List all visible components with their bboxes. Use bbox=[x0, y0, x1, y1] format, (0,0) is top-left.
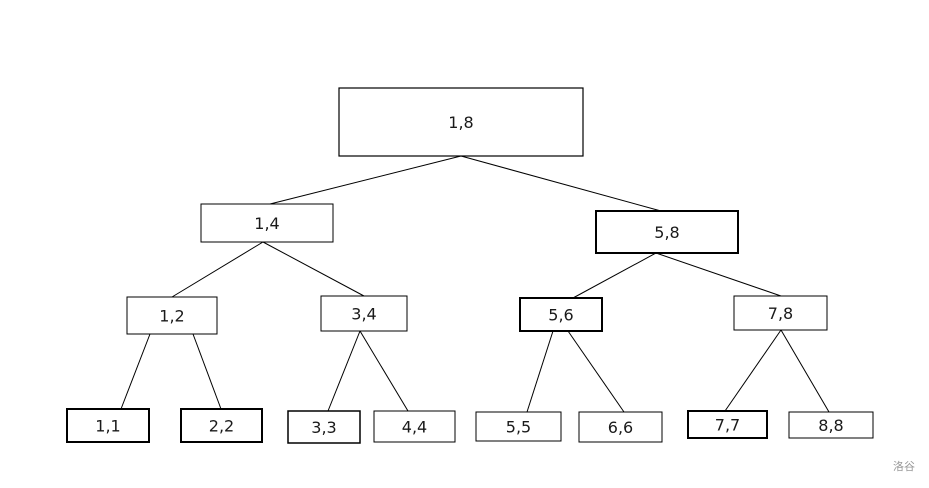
tree-node-n56: 5,6 bbox=[519, 297, 603, 332]
tree-node-n14: 1,4 bbox=[200, 203, 334, 243]
tree-edge bbox=[572, 252, 657, 299]
node-label: 5,5 bbox=[506, 418, 531, 437]
node-box bbox=[180, 408, 263, 443]
tree-edge bbox=[171, 241, 264, 298]
node-box bbox=[66, 408, 150, 443]
tree-edge bbox=[262, 241, 365, 297]
tree-node-n55: 5,5 bbox=[475, 411, 562, 442]
node-label: 7,7 bbox=[715, 416, 740, 435]
node-box bbox=[788, 411, 874, 439]
tree-edge bbox=[359, 330, 409, 412]
node-box bbox=[373, 410, 456, 443]
node-box bbox=[519, 297, 603, 332]
tree-node-n44: 4,4 bbox=[373, 410, 456, 443]
node-label: 1,2 bbox=[159, 307, 184, 326]
tree-edge bbox=[724, 329, 782, 412]
node-box bbox=[126, 296, 218, 335]
node-label: 2,2 bbox=[209, 417, 234, 436]
tree-node-n18: 1,8 bbox=[338, 87, 584, 157]
node-box bbox=[475, 411, 562, 442]
tree-edge bbox=[655, 252, 782, 297]
node-label: 8,8 bbox=[818, 416, 843, 435]
tree-edge bbox=[526, 330, 554, 413]
node-label: 3,4 bbox=[351, 305, 376, 324]
node-label: 1,4 bbox=[254, 214, 279, 233]
node-label: 1,8 bbox=[448, 113, 473, 132]
tree-edge bbox=[567, 330, 625, 413]
tree-node-n66: 6,6 bbox=[578, 411, 663, 443]
tree-node-n77: 7,7 bbox=[687, 410, 768, 439]
node-box bbox=[687, 410, 768, 439]
tree-node-n22: 2,2 bbox=[180, 408, 263, 443]
tree-edge bbox=[780, 329, 830, 413]
node-label: 1,1 bbox=[95, 417, 120, 436]
node-box bbox=[200, 203, 334, 243]
tree-node-n58: 5,8 bbox=[595, 210, 739, 254]
tree-edge bbox=[269, 155, 462, 205]
tree-edge bbox=[327, 330, 361, 412]
tree-node-n78: 7,8 bbox=[733, 295, 828, 331]
tree-node-n12: 1,2 bbox=[126, 296, 218, 335]
tree-node-n11: 1,1 bbox=[66, 408, 150, 443]
node-box bbox=[320, 295, 408, 332]
node-label: 3,3 bbox=[311, 418, 336, 437]
tree-node-n34: 3,4 bbox=[320, 295, 408, 332]
tree-node-n33: 3,3 bbox=[287, 410, 361, 444]
node-box bbox=[733, 295, 828, 331]
node-box bbox=[287, 410, 361, 444]
node-box bbox=[595, 210, 739, 254]
node-label: 7,8 bbox=[768, 304, 793, 323]
node-label: 6,6 bbox=[608, 418, 633, 437]
node-box bbox=[338, 87, 584, 157]
tree-edge bbox=[192, 333, 222, 410]
tree-node-n88: 8,8 bbox=[788, 411, 874, 439]
node-label: 5,8 bbox=[654, 223, 679, 242]
node-label: 4,4 bbox=[402, 418, 427, 437]
node-label: 5,6 bbox=[548, 306, 573, 325]
tree-edge bbox=[120, 333, 151, 410]
tree-edge bbox=[460, 155, 662, 212]
watermark: 洛谷 bbox=[893, 460, 915, 473]
node-box bbox=[578, 411, 663, 443]
